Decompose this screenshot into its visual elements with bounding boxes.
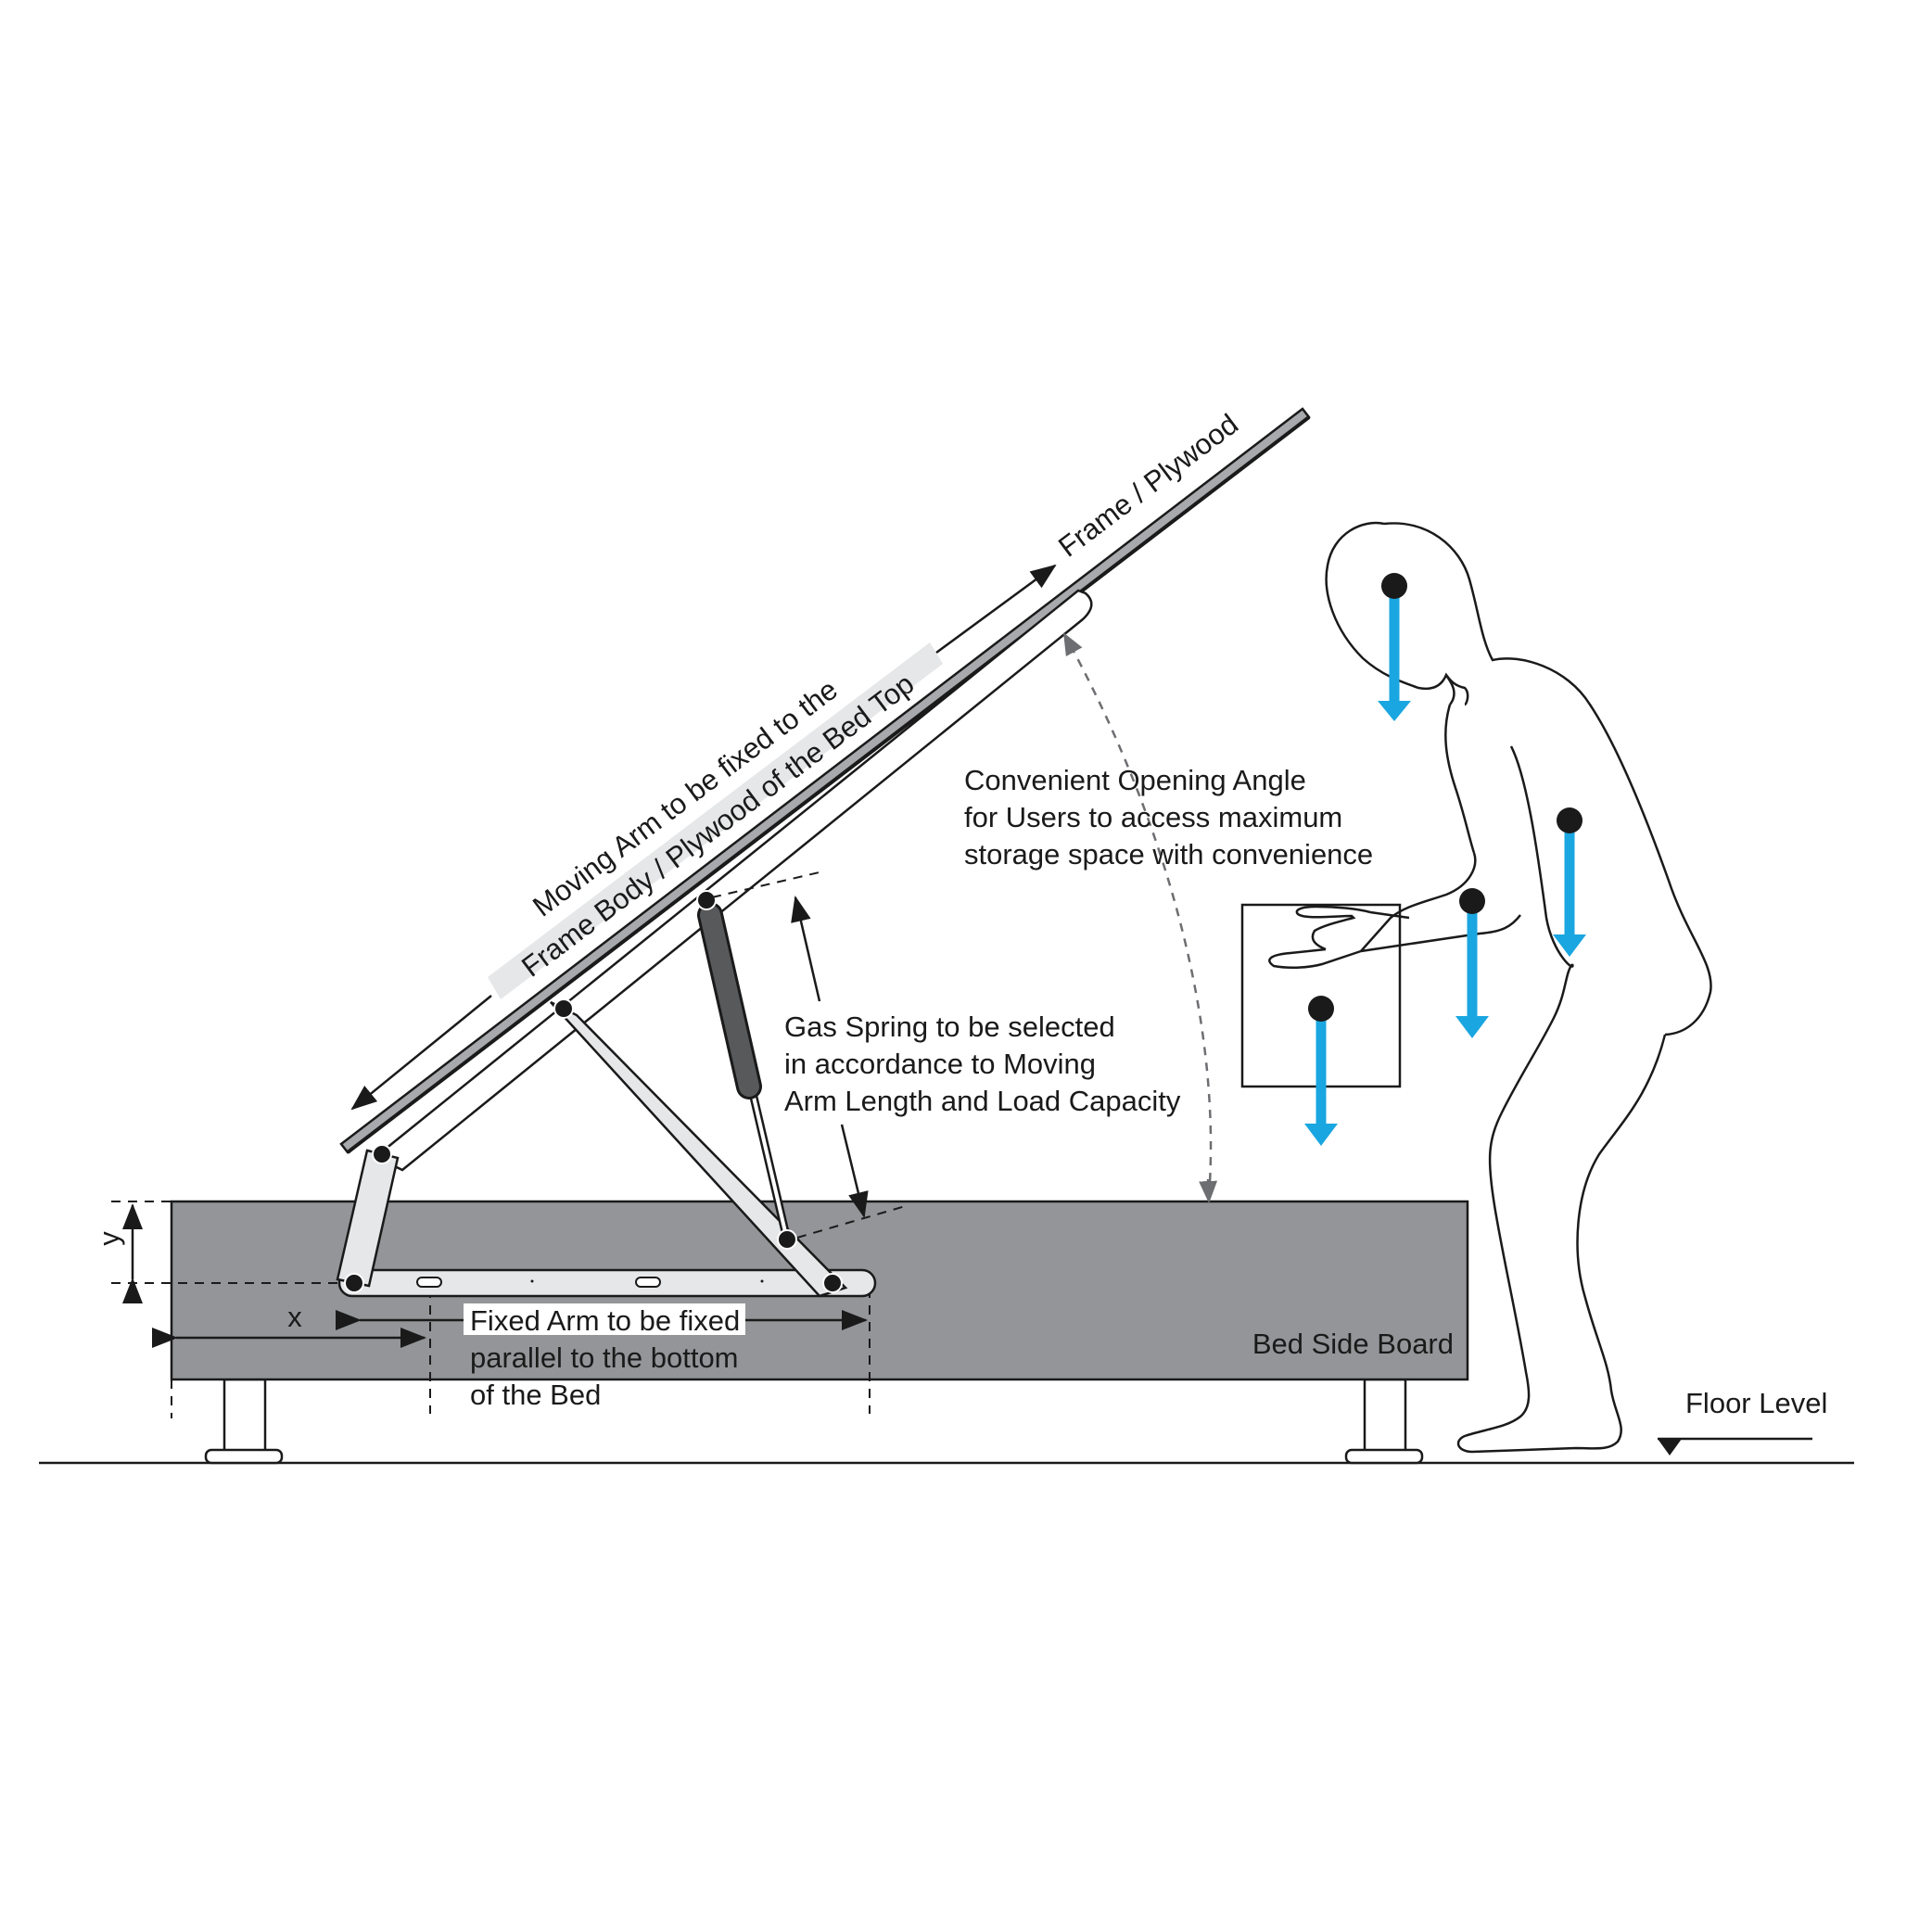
label-gas-spring-line3: Arm Length and Load Capacity: [784, 1085, 1181, 1117]
label-bed-side-board: Bed Side Board: [1252, 1328, 1454, 1360]
load-point-head: [1378, 573, 1411, 721]
pivot-points: [344, 890, 843, 1293]
label-gas-spring-line1: Gas Spring to be selected: [784, 1010, 1115, 1043]
down-triangle-marker-icon: [1658, 1439, 1682, 1455]
fixed-arm: [337, 1268, 877, 1298]
moving-arm-label-highlight: [488, 642, 943, 999]
label-opening-angle-line2: for Users to access maximum: [964, 801, 1342, 833]
label-opening-angle-line3: storage space with convenience: [964, 838, 1373, 871]
label-fixed-arm-line1: Fixed Arm to be fixed: [470, 1304, 740, 1337]
gas-spring-angle-guides: [711, 871, 909, 1239]
load-point-torso: [1553, 807, 1586, 957]
label-opening-angle-line1: Convenient Opening Angle: [964, 764, 1306, 796]
gas-spring-arrow-down: [840, 1124, 869, 1218]
moving-arm: [373, 589, 1093, 1172]
moving-arm-arrow-lower: [350, 995, 492, 1111]
label-fixed-arm-line2: parallel to the bottom: [470, 1341, 739, 1374]
label-fixed-arm-line3: of the Bed: [470, 1379, 601, 1411]
gas-spring-arrow-up: [791, 896, 821, 1002]
floor-level-marker: [1658, 1437, 1812, 1455]
load-point-box: [1304, 996, 1338, 1146]
dim-x-label: x: [287, 1301, 302, 1333]
opening-angle-arc: [1062, 632, 1213, 1198]
dim-y-label: y: [93, 1231, 125, 1246]
load-arrows: [1304, 573, 1586, 1146]
label-floor-level: Floor Level: [1685, 1387, 1827, 1419]
person-figure: [1268, 521, 1712, 1454]
dimension-guides: [111, 1201, 871, 1418]
bed-leg-right: [1344, 1378, 1424, 1465]
label-gas-spring-line2: in accordance to Moving: [784, 1048, 1096, 1080]
bed-leg-left: [204, 1378, 284, 1465]
load-point-arm: [1455, 888, 1489, 1038]
moving-arm-arrow-upper: [935, 564, 1057, 655]
